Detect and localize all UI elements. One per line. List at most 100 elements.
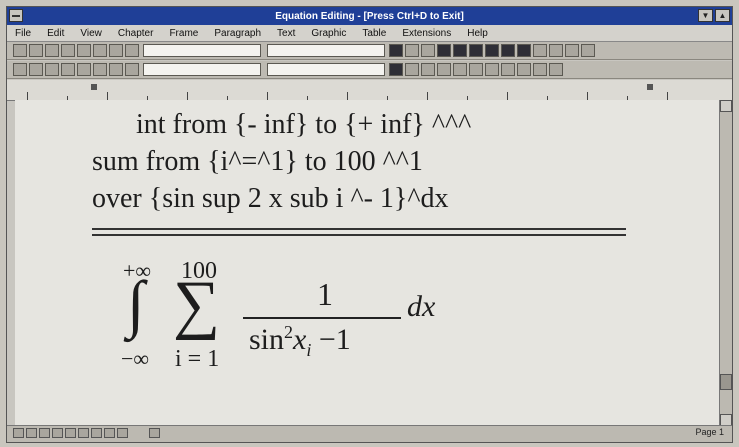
size-combo[interactable] (143, 63, 261, 76)
title-bar: Equation Editing - [Press Ctrl+D to Exit… (7, 7, 732, 25)
document-area[interactable]: int from {- inf} to {+ inf} ^^^ sum from… (15, 100, 720, 426)
tool-button[interactable] (469, 63, 483, 76)
page-indicator: Page 1 (695, 427, 724, 437)
menu-frame[interactable]: Frame (169, 27, 199, 39)
status-tool[interactable] (65, 428, 76, 438)
tool-button[interactable] (517, 44, 531, 57)
tool-button[interactable] (61, 63, 75, 76)
denominator-tail: −1 (311, 323, 351, 356)
tool-button[interactable] (517, 63, 531, 76)
tool-button[interactable] (549, 63, 563, 76)
fraction-numerator: 1 (317, 276, 333, 312)
tool-button[interactable] (45, 63, 59, 76)
status-tool[interactable] (13, 428, 24, 438)
tool-button[interactable] (405, 44, 419, 57)
menu-chapter[interactable]: Chapter (117, 27, 154, 39)
ruler-marker[interactable] (647, 84, 653, 90)
tool-button[interactable] (93, 44, 107, 57)
integral-lower-limit: −∞ (121, 346, 150, 371)
menu-graphic[interactable]: Graphic (311, 27, 347, 39)
tool-button[interactable] (501, 44, 515, 57)
divider (92, 228, 626, 230)
tool-button[interactable] (469, 44, 483, 57)
tool-button[interactable] (77, 63, 91, 76)
font-combo[interactable] (267, 44, 385, 57)
status-tool[interactable] (117, 428, 128, 438)
tool-button[interactable] (533, 44, 547, 57)
attribute-combo[interactable] (267, 63, 385, 76)
tool-button[interactable] (549, 44, 563, 57)
tool-button[interactable] (13, 63, 27, 76)
maximize-button[interactable]: ▲ (715, 9, 730, 22)
denominator-x: x (293, 323, 307, 356)
denominator-exponent: 2 (284, 322, 294, 342)
menu-file[interactable]: File (15, 27, 32, 39)
tool-button[interactable] (29, 63, 43, 76)
system-menu-icon[interactable] (9, 9, 23, 22)
menu-extensions[interactable]: Extensions (402, 27, 452, 39)
tool-button[interactable] (13, 44, 27, 57)
fraction-denominator: sin2xi −1 (249, 322, 351, 361)
menu-edit[interactable]: Edit (47, 27, 65, 39)
ruler[interactable] (7, 80, 732, 101)
pointer-tool-icon[interactable] (389, 44, 403, 57)
status-tool[interactable] (91, 428, 102, 438)
tool-button[interactable] (421, 44, 435, 57)
menu-view[interactable]: View (80, 27, 102, 39)
window-title: Equation Editing - [Press Ctrl+D to Exit… (275, 10, 464, 22)
tool-button[interactable] (485, 44, 499, 57)
vertical-scrollbar[interactable] (719, 100, 732, 426)
menu-paragraph[interactable]: Paragraph (214, 27, 262, 39)
tool-button[interactable] (77, 44, 91, 57)
fraction-bar (243, 317, 401, 319)
menu-table[interactable]: Table (362, 27, 387, 39)
tool-button[interactable] (109, 44, 123, 57)
tool-button[interactable] (453, 44, 467, 57)
sum-sign: ∑ (173, 268, 221, 341)
tool-button[interactable] (437, 63, 451, 76)
tool-button[interactable] (389, 63, 403, 76)
status-tool[interactable] (39, 428, 50, 438)
ruler-marker[interactable] (91, 84, 97, 90)
sum-upper-limit: 100 (181, 258, 217, 284)
tool-button[interactable] (125, 44, 139, 57)
tool-button[interactable] (485, 63, 499, 76)
toolbar-top (7, 42, 732, 60)
integral-upper-limit: +∞ (123, 258, 152, 283)
tool-button[interactable] (501, 63, 515, 76)
denominator-sin: sin (249, 323, 285, 356)
equation-source-line[interactable]: over {sin sup 2 x sub i ^- 1}^dx (92, 183, 449, 214)
status-bar: Page 1 (7, 425, 732, 442)
toolbar-bottom (7, 61, 732, 79)
tool-button[interactable] (109, 63, 123, 76)
minimize-button[interactable]: ▼ (698, 9, 713, 22)
status-tool[interactable] (52, 428, 63, 438)
equation-source-line[interactable]: sum from {i^=^1} to 100 ^^1 (92, 146, 423, 177)
text-tool-icon[interactable] (437, 44, 451, 57)
tool-button[interactable] (61, 44, 75, 57)
menu-help[interactable]: Help (467, 27, 488, 39)
status-tool[interactable] (78, 428, 89, 438)
tool-button[interactable] (405, 63, 419, 76)
status-tool[interactable] (149, 428, 160, 438)
menu-bar: File Edit View Chapter Frame Paragraph T… (7, 25, 732, 42)
denominator-subscript: i (306, 340, 312, 360)
status-tool[interactable] (104, 428, 115, 438)
style-combo[interactable] (143, 44, 261, 57)
tool-button[interactable] (421, 63, 435, 76)
tool-button[interactable] (565, 44, 579, 57)
tool-button[interactable] (125, 63, 139, 76)
differential: dx (407, 290, 436, 323)
equation-source-line[interactable]: int from {- inf} to {+ inf} ^^^ (136, 109, 472, 140)
tool-button[interactable] (29, 44, 43, 57)
menu-text[interactable]: Text (277, 27, 296, 39)
status-tool[interactable] (26, 428, 37, 438)
tool-button[interactable] (581, 44, 595, 57)
scroll-up-icon[interactable] (720, 100, 732, 112)
tool-button[interactable] (93, 63, 107, 76)
scroll-thumb[interactable] (720, 374, 732, 390)
tool-button[interactable] (45, 44, 59, 57)
integral-sign: ∫ (127, 268, 145, 339)
tool-button[interactable] (453, 63, 467, 76)
tool-button[interactable] (533, 63, 547, 76)
